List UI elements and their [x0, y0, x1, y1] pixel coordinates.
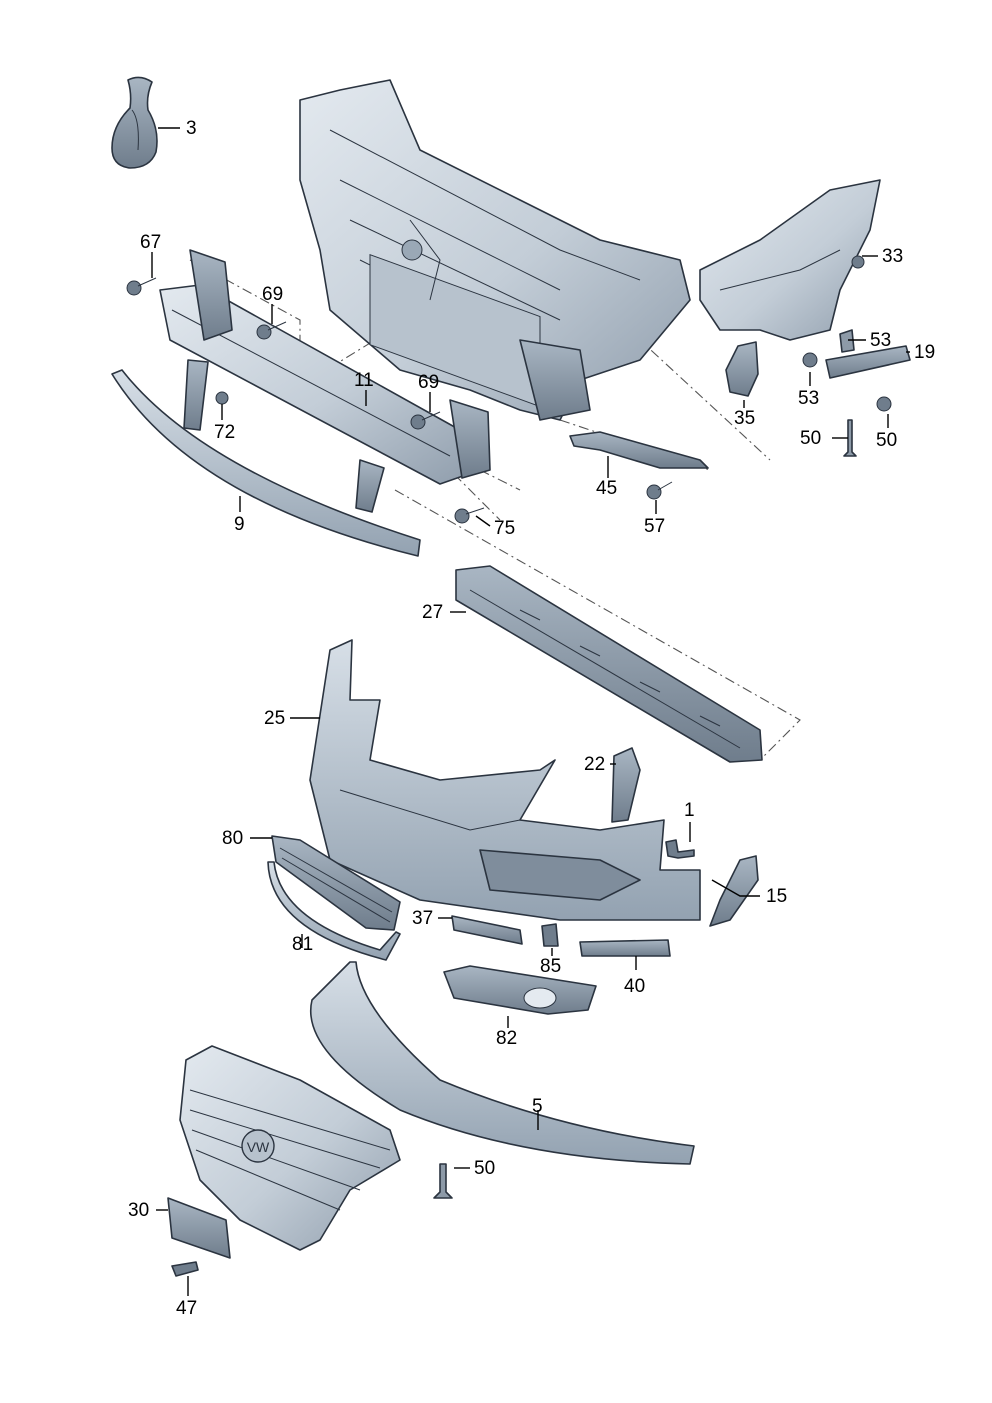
callout-53: 53 [870, 330, 891, 351]
callout-5: 5 [532, 1096, 543, 1117]
callout-53: 53 [798, 388, 819, 409]
callout-15: 15 [766, 886, 787, 907]
part-11-bumper-beam [159, 249, 491, 513]
beam-screws [126, 277, 673, 524]
part-30-plate-bracket [167, 1197, 231, 1259]
part-15-side-bracket [709, 855, 759, 927]
part-50-screws [843, 396, 892, 457]
part-45-guide [569, 431, 709, 469]
leader-lines [151, 127, 910, 1296]
part-80-lower-grille [271, 835, 401, 931]
radiator-support-assembly [299, 79, 691, 421]
callout-labels: 3 67 69 11 69 72 9 75 33 53 19 53 35 50 … [128, 118, 935, 1319]
part-27-energy-absorber [455, 565, 763, 763]
callout-69: 69 [262, 284, 283, 305]
callout-11: 11 [354, 370, 374, 391]
callout-72: 72 [214, 422, 235, 443]
callout-50: 50 [876, 430, 897, 451]
callout-47: 47 [176, 1298, 197, 1319]
part-85-clip [541, 923, 559, 947]
part-3-boot [111, 76, 158, 169]
callout-40: 40 [624, 976, 645, 997]
part-25-bumper-cover [309, 639, 701, 921]
radiator-grille: VW [179, 1045, 401, 1251]
callout-30: 30 [128, 1200, 149, 1221]
callout-3: 3 [186, 118, 197, 139]
callout-33: 33 [882, 246, 903, 267]
callout-75: 75 [494, 518, 515, 539]
callout-85: 85 [540, 956, 561, 977]
callout-1: 1 [684, 800, 695, 821]
part-37-trim-strip [451, 915, 523, 945]
fender-bracket-assembly [699, 179, 911, 379]
svg-text:VW: VW [247, 1139, 270, 1155]
callout-25: 25 [264, 708, 285, 729]
callout-50: 50 [474, 1158, 495, 1179]
part-47-screw [171, 1261, 199, 1277]
part-1-screw [665, 839, 695, 859]
callout-22: 22 [584, 754, 605, 775]
part-40-trim-strip [579, 939, 671, 957]
callout-69: 69 [418, 372, 439, 393]
part-9-deflector-strip [111, 369, 421, 557]
callout-80: 80 [222, 828, 243, 849]
callout-9: 9 [234, 514, 245, 535]
callout-45: 45 [596, 478, 617, 499]
callout-19: 19 [914, 342, 935, 363]
callout-50: 50 [800, 428, 821, 449]
callout-82: 82 [496, 1028, 517, 1049]
part-81-grille-trim [267, 861, 401, 961]
callout-27: 27 [422, 602, 443, 623]
callout-35: 35 [734, 408, 755, 429]
part-50-screw-lower [433, 1163, 453, 1199]
callout-81: 81 [292, 934, 313, 955]
callout-57: 57 [644, 516, 665, 537]
callout-67: 67 [140, 232, 161, 253]
part-35-bracket [725, 341, 759, 397]
callout-37: 37 [412, 908, 433, 929]
part-5-lower-spoiler [310, 961, 695, 1165]
part-82-fog-grille [443, 965, 597, 1015]
